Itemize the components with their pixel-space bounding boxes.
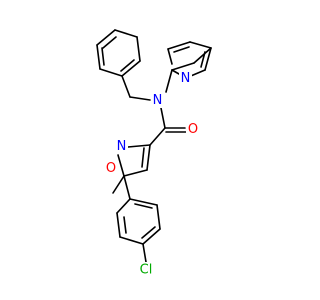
atom-label-n-pyridine: N <box>181 71 191 86</box>
chlorophenyl-ring <box>116 175 161 263</box>
atom-pyridine-nitrogen: N <box>179 71 192 86</box>
atom-label-cl: Cl <box>140 263 153 278</box>
benzyl-phenyl-ring <box>96 29 141 77</box>
benzyl-ch2-bond <box>121 75 151 101</box>
atom-carbonyl-oxygen: O <box>186 122 200 137</box>
atom-label-o-isoxazole: O <box>106 161 116 176</box>
atom-label-o-carbonyl: O <box>188 122 198 137</box>
atom-amide-nitrogen: N <box>151 93 164 108</box>
atom-label-n-amide: N <box>153 93 163 108</box>
atom-chlorine: Cl <box>136 262 156 278</box>
amide-bonds <box>149 107 187 146</box>
atom-isoxazole-nitrogen: N <box>115 139 128 154</box>
atom-isoxazole-oxygen: O <box>104 161 118 176</box>
pyridine-ring <box>165 41 212 93</box>
molecule-structure: N O N O N Cl <box>96 29 212 278</box>
atom-label-n-isoxazole: N <box>117 139 127 154</box>
